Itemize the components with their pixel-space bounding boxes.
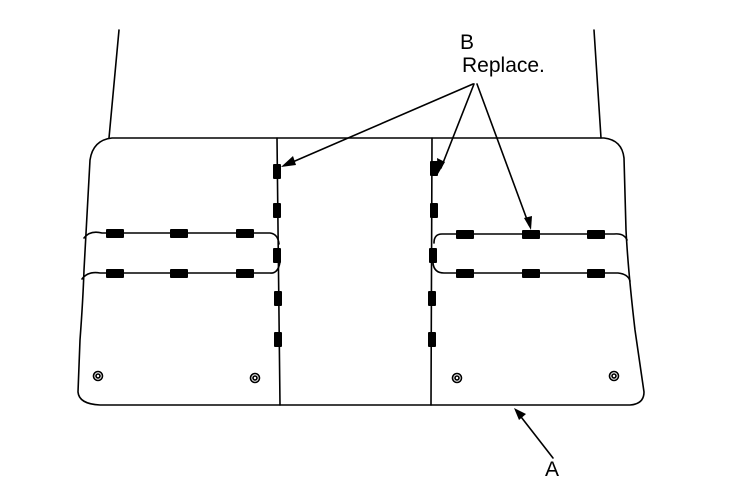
mounting-hole — [249, 372, 261, 384]
clip — [428, 291, 436, 306]
clip — [274, 291, 282, 306]
callout-a-letter: A — [545, 458, 560, 481]
clip — [430, 161, 438, 176]
clip — [456, 230, 474, 239]
leader-line-b-right — [476, 83, 530, 226]
arrowhead-a — [514, 408, 526, 420]
clip — [170, 269, 188, 278]
clip — [273, 203, 281, 218]
clip — [274, 332, 282, 347]
clip — [429, 248, 437, 263]
mat-outline — [77, 137, 645, 406]
clip — [236, 269, 254, 278]
clip — [236, 229, 254, 238]
back-panel-right-edge — [593, 29, 602, 139]
clip — [430, 203, 438, 218]
leader-line-a — [517, 412, 554, 459]
mounting-hole — [451, 372, 463, 384]
callout-b-letter: B — [460, 31, 475, 54]
mat-seam-right — [430, 137, 433, 406]
clip — [273, 164, 281, 179]
leader-line-b-center — [440, 83, 475, 169]
clip — [170, 229, 188, 238]
clip — [456, 269, 474, 278]
clip — [106, 269, 124, 278]
clip — [522, 230, 540, 239]
arrowhead-b-left — [281, 156, 296, 167]
clip — [273, 248, 281, 263]
leader-line-b-left — [287, 83, 474, 165]
arrowhead-b-center — [437, 158, 445, 174]
clip — [428, 332, 436, 347]
mat-seam-left — [276, 137, 281, 406]
mounting-hole — [92, 370, 104, 382]
clip — [522, 269, 540, 278]
arrowhead-b-right — [524, 216, 532, 230]
clip — [587, 269, 605, 278]
clip — [106, 229, 124, 238]
clip — [587, 230, 605, 239]
mounting-hole — [608, 370, 620, 382]
callout-b-label: Replace. — [462, 54, 545, 77]
back-panel-left-edge — [108, 29, 120, 139]
